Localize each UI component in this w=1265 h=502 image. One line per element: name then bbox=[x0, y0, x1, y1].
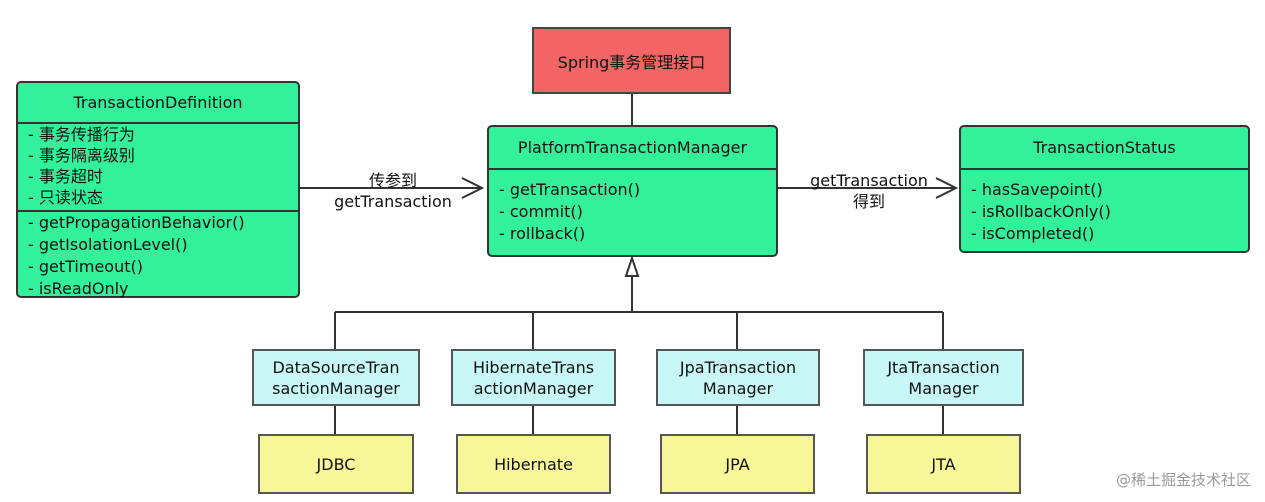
edge-label-left-line1: 传参到 bbox=[368, 171, 417, 190]
impl-name-line2: Manager bbox=[908, 378, 979, 398]
edge-label-right-line2: 得到 bbox=[852, 192, 885, 211]
platform-manager-title: PlatformTransactionManager bbox=[517, 138, 748, 157]
platform-manager-header: PlatformTransactionManager bbox=[489, 127, 776, 170]
definition-attribute: - 事务超时 bbox=[28, 167, 103, 186]
tech-jdbc-box: JDBC bbox=[258, 434, 414, 494]
transaction-definition-attributes: - 事务传播行为 - 事务隔离级别 - 事务超时 - 只读状态 bbox=[18, 124, 298, 210]
spring-interface-label: Spring事务管理接口 bbox=[557, 52, 706, 72]
definition-attribute: - 事务隔离级别 bbox=[28, 146, 135, 165]
tech-jpa-box: JPA bbox=[660, 434, 815, 494]
spring-interface-box: Spring事务管理接口 bbox=[532, 27, 731, 94]
impl-name-line2: actionManager bbox=[473, 378, 594, 398]
definition-method: - getIsolationLevel() bbox=[28, 235, 188, 254]
tech-label: JPA bbox=[725, 454, 750, 474]
platform-manager-box: PlatformTransactionManager - getTransact… bbox=[487, 125, 778, 257]
arrow-head-left bbox=[461, 177, 485, 199]
transaction-definition-methods: - getPropagationBehavior() - getIsolatio… bbox=[18, 210, 298, 300]
tech-hibernate-box: Hibernate bbox=[456, 434, 611, 494]
tech-label: JDBC bbox=[316, 454, 356, 474]
definition-attribute: - 事务传播行为 bbox=[28, 125, 135, 144]
tech-label: Hibernate bbox=[494, 454, 573, 474]
definition-attribute: - 只读状态 bbox=[28, 188, 103, 207]
transaction-status-box: TransactionStatus - hasSavepoint() - isR… bbox=[959, 125, 1250, 253]
edge-label-left: 传参到 getTransaction bbox=[318, 170, 468, 212]
edge-label-right-line1: getTransaction bbox=[810, 171, 928, 190]
transaction-status-title: TransactionStatus bbox=[1033, 138, 1176, 157]
transaction-status-header: TransactionStatus bbox=[961, 127, 1248, 170]
inheritance-triangle-icon bbox=[624, 254, 640, 277]
impl-jta-box: JtaTransaction Manager bbox=[863, 349, 1024, 406]
edge-label-left-line2: getTransaction bbox=[334, 192, 452, 211]
transaction-definition-box: TransactionDefinition - 事务传播行为 - 事务隔离级别 … bbox=[16, 81, 300, 298]
impl-name-line2: Manager bbox=[702, 378, 774, 398]
tech-jta-box: JTA bbox=[866, 434, 1021, 494]
transaction-status-methods: - hasSavepoint() - isRollbackOnly() - is… bbox=[961, 170, 1248, 245]
impl-jpa-box: JpaTransaction Manager bbox=[656, 349, 820, 406]
platform-manager-methods: - getTransaction() - commit() - rollback… bbox=[489, 170, 776, 245]
transaction-definition-header: TransactionDefinition bbox=[18, 83, 298, 124]
platform-method: - commit() bbox=[499, 202, 583, 221]
impl-hibernate-box: HibernateTrans actionManager bbox=[451, 349, 616, 406]
arrow-head-right bbox=[935, 177, 959, 199]
status-method: - isRollbackOnly() bbox=[971, 202, 1111, 221]
impl-name-line1: HibernateTrans bbox=[472, 357, 595, 377]
status-method: - isCompleted() bbox=[971, 224, 1095, 243]
definition-method: - getTimeout() bbox=[28, 257, 143, 276]
edge-label-right: getTransaction 得到 bbox=[794, 170, 944, 212]
status-method: - hasSavepoint() bbox=[971, 180, 1103, 199]
platform-method: - rollback() bbox=[499, 224, 586, 243]
impl-name-line1: JtaTransaction bbox=[887, 357, 1000, 377]
definition-method: - getPropagationBehavior() bbox=[28, 213, 245, 232]
watermark: @稀土掘金技术社区 bbox=[1115, 471, 1251, 489]
impl-name-line1: DataSourceTran bbox=[272, 357, 400, 377]
impl-name-line1: JpaTransaction bbox=[679, 357, 797, 377]
tech-label: JTA bbox=[931, 454, 956, 474]
impl-datasource-box: DataSourceTran sactionManager bbox=[252, 349, 420, 406]
transaction-definition-title: TransactionDefinition bbox=[73, 93, 243, 112]
platform-method: - getTransaction() bbox=[499, 180, 641, 199]
impl-name-line2: sactionManager bbox=[272, 378, 400, 398]
definition-method: - isReadOnly bbox=[28, 279, 129, 298]
